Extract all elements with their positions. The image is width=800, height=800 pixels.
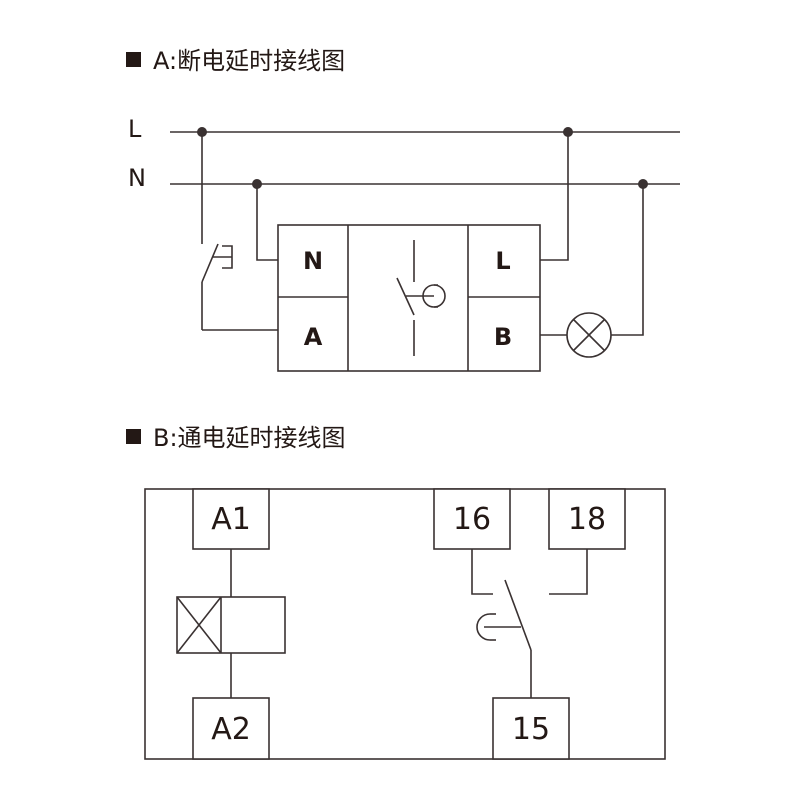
heading-a-marker-icon bbox=[126, 52, 141, 67]
terminal-18-label: 18 bbox=[568, 502, 606, 537]
terminal-N-label: N bbox=[303, 247, 323, 275]
wire-N bbox=[256, 184, 278, 261]
terminal-15-label: 15 bbox=[512, 712, 550, 747]
relay-coil-icon bbox=[176, 596, 286, 654]
terminal-18 bbox=[548, 488, 626, 550]
external-switch-icon bbox=[201, 132, 278, 331]
terminal-15 bbox=[492, 697, 570, 760]
section-b: B:通电延时接线图 A1 A2 16 18 15 bbox=[126, 424, 666, 760]
terminal-16-label: 16 bbox=[453, 502, 491, 537]
terminal-A-label: A bbox=[304, 323, 323, 351]
terminal-B-label: B bbox=[494, 323, 512, 351]
wire-lamp-to-N bbox=[611, 184, 644, 336]
heading-b-marker-icon bbox=[126, 429, 141, 444]
heading-a: A:断电延时接线图 bbox=[153, 47, 345, 75]
wire-16-contact bbox=[471, 549, 493, 595]
terminal-16 bbox=[433, 488, 511, 550]
lamp-icon bbox=[566, 312, 612, 358]
wire-L bbox=[540, 132, 569, 261]
delay-switch-icon-b bbox=[476, 579, 532, 698]
line-label-N: N bbox=[128, 164, 146, 192]
relay-module-a bbox=[277, 224, 541, 372]
delay-contact-icon-a bbox=[396, 240, 446, 356]
line-label-L: L bbox=[128, 115, 142, 143]
section-a: A:断电延时接线图 L N N A bbox=[126, 47, 680, 372]
terminal-A2 bbox=[192, 697, 270, 760]
terminal-A1-label: A1 bbox=[211, 502, 251, 537]
wire-18-contact bbox=[549, 549, 588, 595]
heading-b: B:通电延时接线图 bbox=[153, 424, 346, 452]
terminal-L-label: L bbox=[495, 247, 510, 275]
terminal-A1 bbox=[192, 488, 270, 550]
terminal-A2-label: A2 bbox=[211, 712, 251, 747]
